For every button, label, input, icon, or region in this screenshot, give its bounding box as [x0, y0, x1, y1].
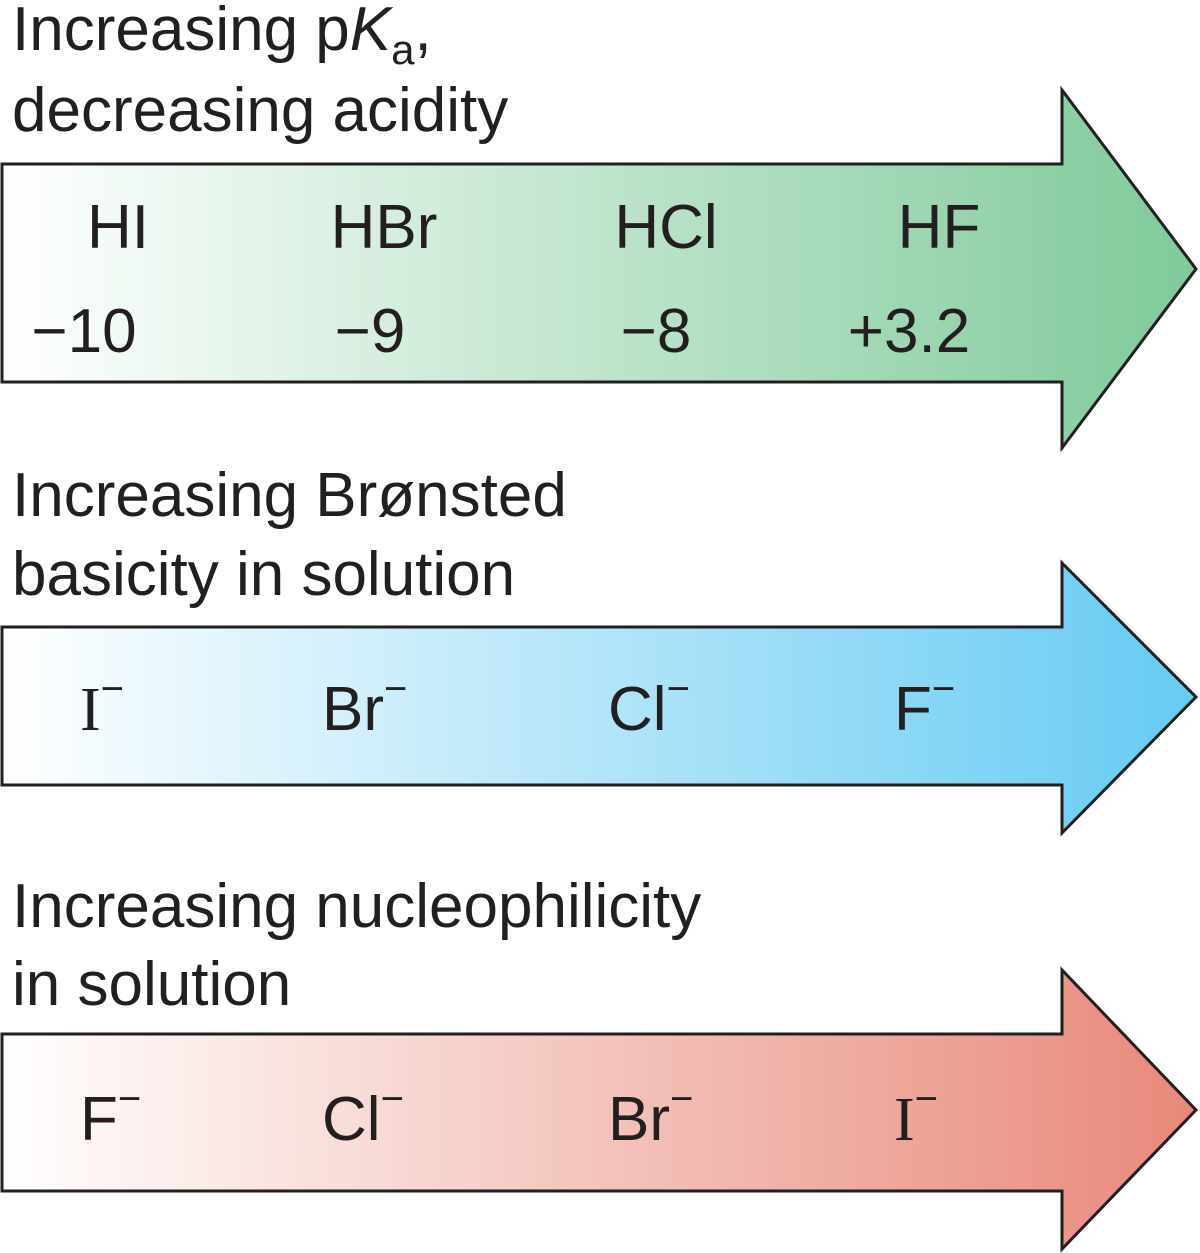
base-ion-bromide-charge: − — [384, 667, 407, 711]
acid-label-hcl: HCl — [614, 193, 717, 262]
acidity-title-pre: Increasing p — [12, 0, 350, 64]
acidity-title-post: , — [414, 0, 431, 64]
base-ion-fluoride-symbol: F — [894, 675, 932, 744]
nucleophile-ion-chloride: Cl− — [322, 1077, 404, 1154]
nucleophile-ion-bromide-symbol: Br — [608, 1085, 670, 1154]
base-ion-iodide-charge: − — [101, 667, 124, 711]
nucleophile-ion-bromide: Br− — [608, 1077, 693, 1154]
acidity-title-subscript: a — [391, 26, 415, 73]
pka-value-hcl: −8 — [621, 297, 692, 366]
base-ion-fluoride-charge: − — [932, 667, 955, 711]
nucleophilicity-panel: Increasing nucleophilicity in solution F… — [0, 872, 1199, 1253]
nucleophile-ion-iodide-charge: − — [915, 1077, 938, 1121]
pka-value-hf: +3.2 — [848, 297, 970, 366]
nucleophile-ion-fluoride: F− — [80, 1077, 141, 1154]
nucleophile-ion-chloride-symbol: Cl — [322, 1085, 381, 1154]
base-ion-fluoride: F− — [894, 667, 955, 744]
basicity-title-line-1: Increasing Brønsted — [12, 461, 567, 530]
acidity-arrow — [0, 85, 1198, 453]
nucleophilicity-title-line-2: in solution — [12, 950, 291, 1019]
nucleophile-ion-chloride-charge: − — [381, 1077, 404, 1121]
base-ion-bromide-symbol: Br — [322, 675, 384, 744]
base-ion-bromide: Br− — [322, 667, 407, 744]
acidity-title-line-1: Increasing pKa, — [12, 0, 432, 73]
basicity-panel: Increasing Brønsted basicity in solution… — [0, 461, 1199, 837]
acid-label-hi: HI — [87, 193, 149, 262]
acid-label-hbr: HBr — [331, 193, 438, 262]
nucleophile-ion-fluoride-charge: − — [118, 1077, 141, 1121]
acidity-title-line-2: decreasing acidity — [12, 76, 508, 145]
base-ion-iodide: I− — [80, 667, 124, 744]
nucleophilicity-title-line-1: Increasing nucleophilicity — [12, 872, 701, 941]
acidity-panel: Increasing pKa, decreasing acidity HI HB… — [0, 0, 1198, 453]
nucleophile-ion-iodide-symbol: I — [894, 1086, 915, 1154]
base-ion-chloride-symbol: Cl — [608, 675, 667, 744]
nucleophilicity-arrow — [0, 966, 1199, 1253]
acidity-title-italic: K — [350, 0, 394, 64]
pka-value-hbr: −9 — [335, 297, 406, 366]
base-ion-chloride: Cl− — [608, 667, 690, 744]
basicity-title-line-2: basicity in solution — [12, 540, 515, 609]
nucleophile-ion-fluoride-symbol: F — [80, 1085, 118, 1154]
basicity-arrow — [0, 559, 1199, 837]
nucleophile-ion-iodide: I− — [894, 1077, 938, 1154]
nucleophile-ion-bromide-charge: − — [670, 1077, 693, 1121]
acid-label-hf: HF — [898, 193, 981, 262]
base-ion-chloride-charge: − — [667, 667, 690, 711]
base-ion-iodide-symbol: I — [80, 676, 101, 744]
pka-value-hi: −10 — [31, 297, 136, 366]
